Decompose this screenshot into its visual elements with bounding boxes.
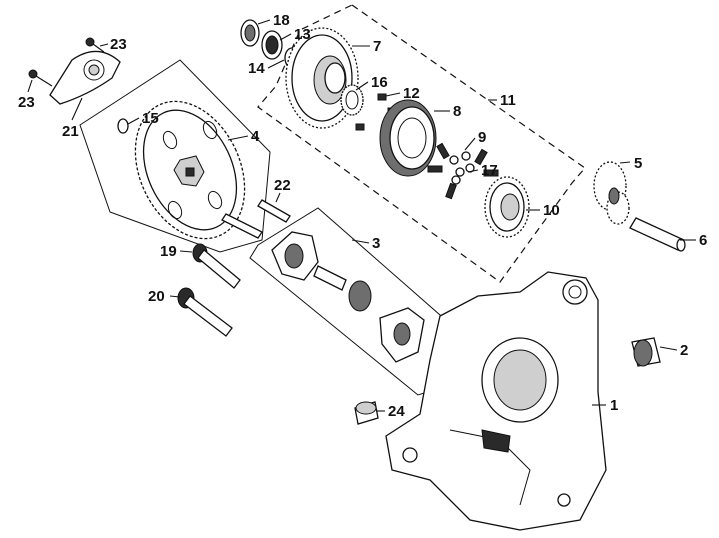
- callout-6: 6: [699, 232, 707, 249]
- callout-23-left: 23: [18, 94, 35, 111]
- callout-18: 18: [273, 12, 290, 29]
- leader-lines: [27, 19, 696, 412]
- callout-11: 11: [500, 92, 516, 109]
- oil-seal-part-18: [240, 19, 260, 47]
- oil-pump-assembly-part-3: [271, 231, 425, 363]
- callout-21: 21: [62, 123, 79, 140]
- callout-10: 10: [543, 202, 560, 219]
- callout-8: 8: [453, 103, 461, 120]
- oil-pump-group-outline: [249, 207, 449, 396]
- callout-20: 20: [148, 288, 165, 305]
- callout-12: 12: [403, 85, 420, 102]
- needle-bearing-part-16: [340, 84, 364, 116]
- callout-9: 9: [478, 129, 486, 146]
- callout-19: 19: [160, 243, 177, 260]
- washer-part-15: [117, 118, 129, 134]
- crankcase-cover-part-1: [385, 271, 607, 531]
- bearing-part-13: [261, 30, 283, 60]
- bolts-part-22: [221, 199, 291, 239]
- screw-part-23-left: [28, 69, 53, 87]
- callout-2: 2: [680, 342, 688, 359]
- callout-5: 5: [634, 155, 642, 172]
- oil-pump-sprocket-group-outline: [79, 59, 271, 253]
- callout-14: 14: [248, 60, 265, 77]
- idler-gear-part-5: [593, 161, 630, 225]
- rollers-springs-parts-9-17: [427, 142, 499, 200]
- dowel-bushing-part-24: [354, 401, 379, 425]
- dowel-bushing-part-2: [631, 337, 661, 367]
- flange-bolt-part-20: [177, 287, 233, 337]
- flange-bolt-part-19: [192, 243, 241, 289]
- callout-23-top: 23: [110, 36, 127, 53]
- callout-1: 1: [610, 397, 618, 414]
- callout-7: 7: [373, 38, 381, 55]
- callout-24: 24: [388, 403, 405, 420]
- pump-drive-sprocket-part-4: [134, 100, 246, 240]
- callout-17: 17: [481, 162, 498, 179]
- callout-3: 3: [372, 235, 380, 252]
- callout-16: 16: [371, 74, 388, 91]
- callout-15: 15: [142, 110, 159, 127]
- starter-clutch-outer-part-8: [379, 99, 437, 177]
- starter-clutch-gear-part-10: [484, 176, 530, 238]
- pump-cover-plate-part-21: [49, 50, 121, 105]
- callout-4: 4: [251, 128, 260, 145]
- callout-22: 22: [274, 177, 291, 194]
- callout-13: 13: [294, 26, 311, 43]
- starter-driven-gear-part-7: [285, 27, 359, 129]
- idler-shaft-part-6: [629, 217, 686, 252]
- screw-part-23-top: [85, 37, 105, 53]
